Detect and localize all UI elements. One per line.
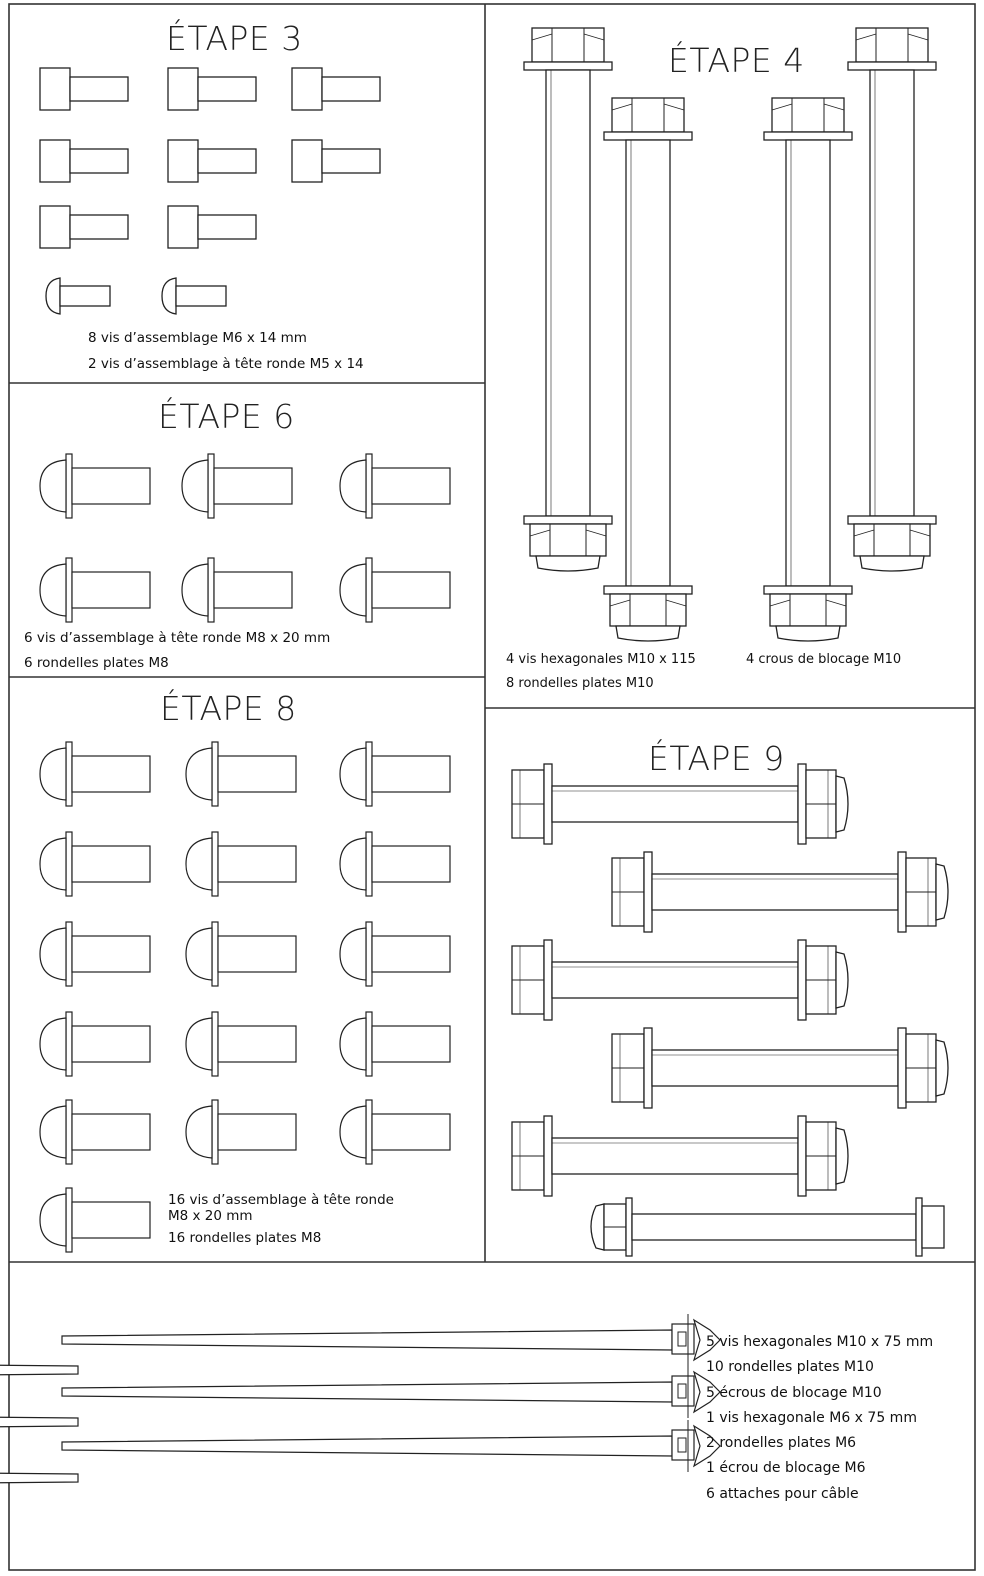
step4-caption-3: 4 crous de blocage M10 [746, 652, 902, 667]
list-item: 1 vis hexagonale M6 x 75 mm [706, 1409, 917, 1426]
cap-screw-icon [167, 67, 257, 111]
cable-tie-icon [61, 1419, 721, 1473]
cable-ties [0, 1313, 721, 1505]
step3-caption-2: 2 vis d’assemblage à tête ronde M5 x 14 [88, 356, 364, 372]
round-head-screw-icon [39, 453, 151, 519]
list-item: 10 rondelles plates M10 [706, 1359, 874, 1376]
hex-bolt-icon [611, 1027, 949, 1109]
round-head-screw-icon [161, 277, 227, 315]
round-head-screw-icon [181, 557, 293, 623]
step9-parts-list: 5 vis hexagonales M10 x 75 mm 10 rondell… [706, 1330, 933, 1507]
step6-caption-2: 6 rondelles plates M8 [24, 655, 169, 671]
round-head-screw-icon [181, 453, 293, 519]
lock-nut-icon [590, 1197, 945, 1257]
step4-caption-1: 4 vis hexagonales M10 x 115 [506, 652, 696, 667]
hex-bolt-icon [511, 1115, 849, 1197]
step8-caption-2: 16 rondelles plates M8 [168, 1230, 322, 1246]
step6-caption-1: 6 vis d’assemblage à tête ronde M8 x 20 … [24, 630, 331, 646]
cap-screw-icon [291, 67, 381, 111]
hex-bolt-icon [847, 27, 937, 572]
round-head-screw-icon [339, 557, 451, 623]
hex-bolt-icon [523, 27, 613, 572]
cap-screw-icon [39, 205, 129, 249]
hex-bolt-icon [603, 97, 693, 642]
step6-title: ÉTAPE 6 [158, 397, 295, 436]
step8-round-screws [39, 741, 451, 1253]
round-head-screw-icon [39, 557, 151, 623]
step3-title: ÉTAPE 3 [166, 19, 303, 58]
list-item: 6 attaches pour câble [706, 1485, 859, 1502]
panel-borders [8, 3, 976, 1571]
hex-bolt-icon [511, 939, 849, 1021]
step4-title: ÉTAPE 4 [668, 41, 805, 80]
cap-screw-icon [167, 205, 257, 249]
cap-screw-icon [291, 139, 381, 183]
list-item: 5 vis hexagonales M10 x 75 mm [706, 1334, 934, 1350]
cap-screw-icon [39, 139, 129, 183]
cap-screw-icon [167, 139, 257, 183]
hex-bolt-icon [763, 97, 853, 642]
step8-title: ÉTAPE 8 [160, 689, 297, 728]
cap-screw-icon [39, 67, 129, 111]
cable-tie-icon [0, 1395, 79, 1449]
step3-caption-1: 8 vis d’assemblage M6 x 14 mm [88, 330, 307, 346]
step4-hex-bolts [523, 27, 937, 642]
hex-bolt-icon [611, 851, 949, 933]
round-head-screw-icon [339, 453, 451, 519]
list-item: 5 écrous de blocage M10 [706, 1384, 882, 1401]
step9-title: ÉTAPE 9 [648, 739, 785, 778]
list-item: 1 écrou de blocage M6 [706, 1460, 866, 1477]
round-head-screw-icon [45, 277, 111, 315]
step4-caption-2: 8 rondelles plates M10 [506, 676, 654, 691]
cable-tie-icon [61, 1365, 721, 1419]
cable-tie-icon [61, 1313, 721, 1367]
step9-hex-bolts [511, 763, 949, 1257]
step8-caption-1b: M8 x 20 mm [168, 1208, 253, 1224]
step3-cap-screws [39, 67, 381, 315]
list-item: 2 rondelles plates M6 [706, 1435, 857, 1452]
cable-tie-icon [0, 1451, 79, 1505]
step6-round-screws [39, 453, 451, 623]
step8-caption-1a: 16 vis d’assemblage à tête ronde [168, 1192, 394, 1208]
